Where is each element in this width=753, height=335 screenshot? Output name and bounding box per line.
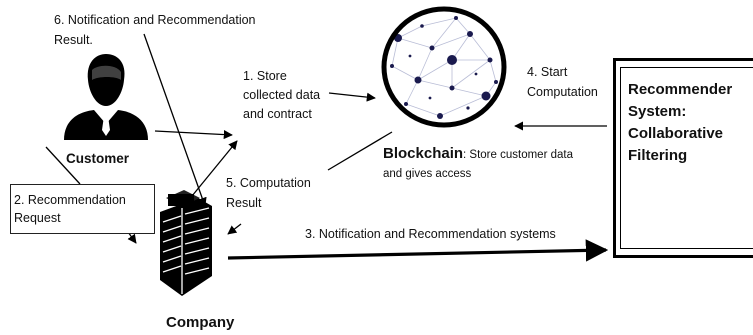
- arrow-company-to-recommender: [227, 239, 609, 262]
- step1-label-line3: and contract: [243, 107, 312, 121]
- arrow-company-to-customer: [191, 140, 238, 197]
- blockchain-description-line2: and gives access: [383, 168, 472, 180]
- customer-label: Customer: [66, 151, 130, 166]
- step2-label-line1: 2. Recommendation: [14, 193, 126, 207]
- recommender-system-label: Recommender System: Collaborative Filter…: [628, 81, 733, 164]
- blockchain-caption-line1: Blockchain: Store customer data: [383, 146, 573, 163]
- step4-label-line1: 4. Start: [527, 65, 568, 79]
- recommendation-request-box: [10, 184, 155, 234]
- arrow-blockchain-to-step5: [327, 131, 393, 171]
- recommender-system-box: Recommender System: Collaborative Filter…: [613, 58, 753, 258]
- step3-label: 3. Notification and Recommendation syste…: [305, 227, 556, 241]
- step5-label-line1: 5. Computation: [226, 176, 311, 190]
- arrow-step1-to-blockchain: [328, 92, 376, 102]
- diagram-arrows: [45, 33, 609, 262]
- step2-label-line2: Request: [14, 211, 61, 225]
- step1-label-line2: collected data: [243, 88, 321, 102]
- arrow-step5-to-company: [227, 223, 242, 235]
- blockchain-network-globe-icon: [381, 6, 507, 128]
- blockchain-title: Blockchain: [383, 145, 464, 162]
- step5-label-line2: Result: [226, 196, 262, 210]
- step6-label-line2: Result.: [54, 33, 93, 47]
- step4-label-line2: Computation: [527, 85, 598, 99]
- blockchain-description-line1: : Store customer data: [463, 149, 573, 161]
- arrow-step6: [143, 33, 207, 207]
- step6-label-line1: 6. Notification and Recommendation: [54, 13, 256, 27]
- customer-person-icon: [64, 54, 148, 140]
- arrow-customer-to-step1: [154, 130, 233, 140]
- recommender-system-inner-frame: [620, 67, 753, 249]
- company-building-icon: [160, 190, 212, 296]
- step1-label-line1: 1. Store: [243, 69, 287, 83]
- arrow-customer-request-line: [45, 146, 81, 185]
- company-label: Company: [166, 314, 235, 331]
